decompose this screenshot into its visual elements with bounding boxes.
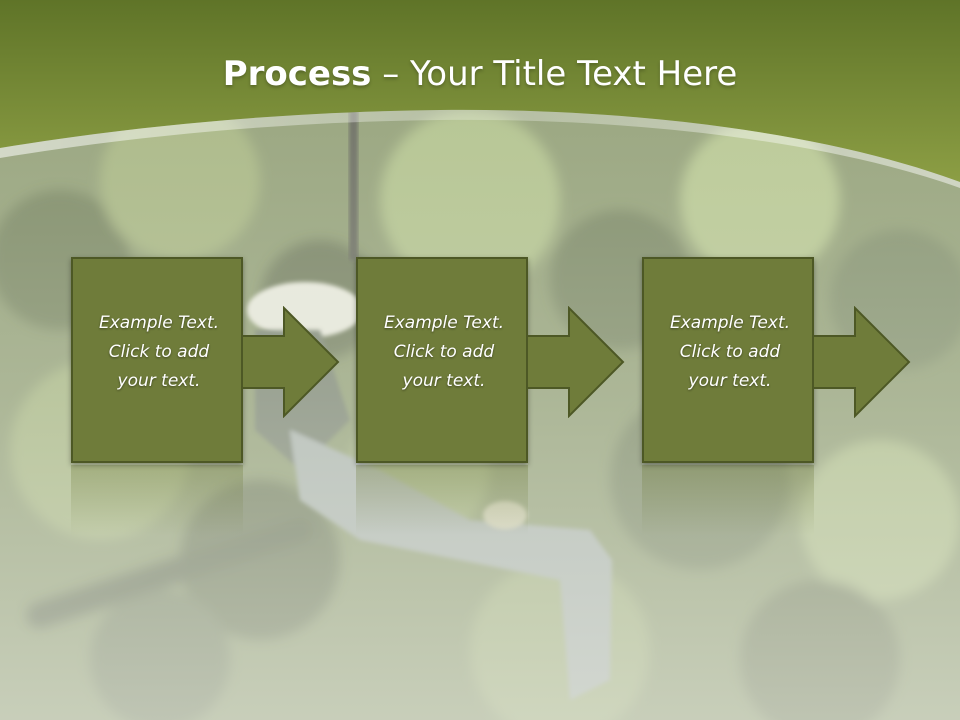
process-step-3: Example Text. Click to add your text. xyxy=(642,257,820,557)
step-box[interactable]: Example Text. Click to add your text. xyxy=(356,257,528,463)
title-bold: Process xyxy=(222,54,372,94)
step-box[interactable]: Example Text. Click to add your text. xyxy=(642,257,814,463)
process-step-2: Example Text. Click to add your text. xyxy=(356,257,534,557)
right-arrow-icon xyxy=(242,306,340,418)
step-text[interactable]: Example Text. Click to add your text. xyxy=(669,313,791,391)
step-text[interactable]: Example Text. Click to add your text. xyxy=(98,313,220,391)
title-rest: – Your Title Text Here xyxy=(371,54,738,94)
step-reflection xyxy=(642,465,814,535)
step-box[interactable]: Example Text. Click to add your text. xyxy=(71,257,243,463)
right-arrow-icon xyxy=(527,306,625,418)
slide-title[interactable]: Process – Your Title Text Here xyxy=(0,52,960,96)
header-band xyxy=(0,0,960,188)
step-text[interactable]: Example Text. Click to add your text. xyxy=(383,313,505,391)
step-reflection xyxy=(71,465,243,535)
process-step-1: Example Text. Click to add your text. xyxy=(71,257,249,557)
right-arrow-icon xyxy=(813,306,911,418)
step-reflection xyxy=(356,465,528,535)
